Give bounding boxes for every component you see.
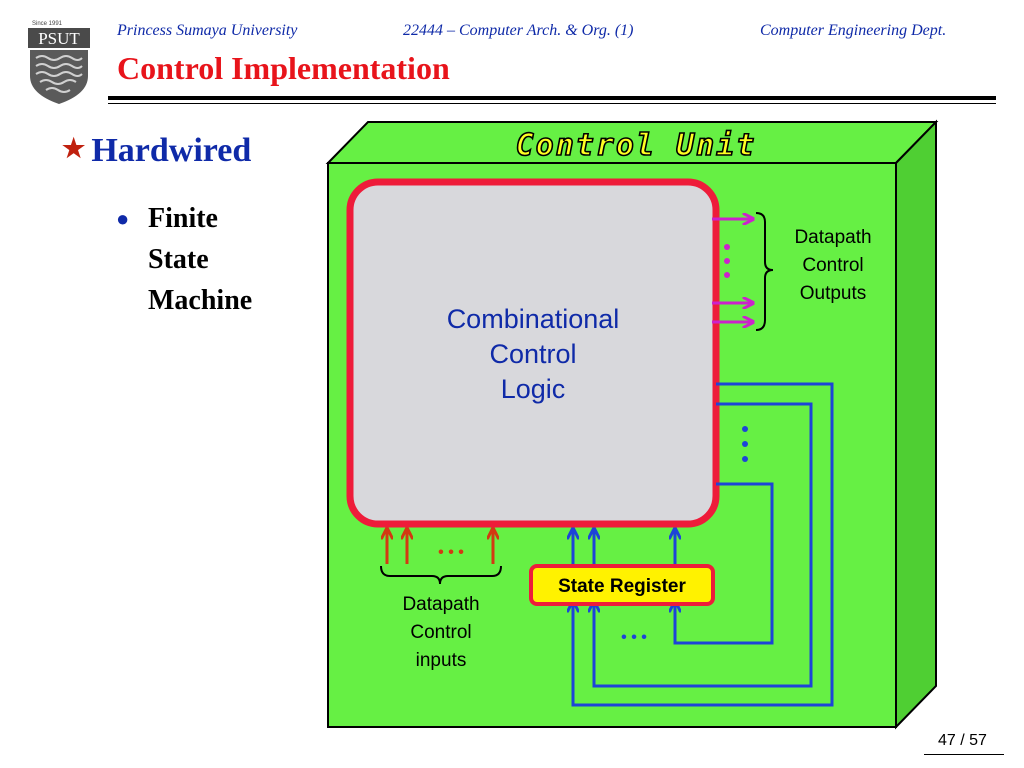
state-register-box	[529, 564, 715, 606]
bullet-fsm-text: Finite State Machine	[148, 203, 253, 316]
bullet-hardwired-text: Hardwired	[91, 132, 252, 169]
outputs-label-2: Control	[802, 255, 863, 276]
bullet-hardwired: ★Hardwired	[62, 132, 251, 170]
logic-line-1: Combinational	[447, 304, 620, 334]
outputs-label-1: Datapath	[794, 227, 871, 248]
output-brace	[755, 212, 774, 331]
svg-text:Since 1991: Since 1991	[32, 21, 63, 27]
psut-logo: Since 1991 PSUT	[28, 18, 90, 104]
state-register-label: State Register	[558, 576, 686, 597]
state-ellipsis-right	[742, 426, 748, 462]
logic-line-3: Logic	[501, 374, 566, 404]
logic-line-2: Control	[489, 339, 576, 369]
star-icon: ★	[62, 134, 86, 163]
bullet-dot-icon: ●	[116, 206, 130, 231]
title-rule-thin	[108, 103, 996, 104]
input-brace	[380, 565, 502, 585]
input-ellipsis: • • •	[438, 544, 464, 561]
output-ellipsis	[724, 244, 730, 278]
outputs-label-3: Outputs	[800, 283, 867, 304]
register-output-arrows	[573, 530, 675, 567]
combinational-logic-block	[346, 178, 720, 528]
page-number: 47 / 57	[938, 732, 987, 749]
svg-text:PSUT: PSUT	[38, 29, 80, 48]
state-ellipsis-bottom: • • •	[621, 629, 647, 646]
course-name: 22444 – Computer Arch. & Org. (1)	[403, 22, 634, 39]
department-name: Computer Engineering Dept.	[760, 22, 947, 39]
slide-title: Control Implementation	[117, 50, 450, 86]
control-unit-side-face	[895, 119, 937, 730]
inputs-label-3: inputs	[416, 650, 467, 671]
university-name: Princess Sumaya University	[117, 22, 298, 39]
control-unit-label: Control Unit	[516, 128, 757, 163]
title-rule	[108, 96, 996, 100]
state-feedback-lines	[571, 382, 834, 707]
inputs-label-2: Control	[410, 622, 471, 643]
output-arrows	[712, 219, 752, 322]
page-number-underline	[924, 754, 1004, 755]
inputs-label-1: Datapath	[402, 594, 479, 615]
input-arrows	[387, 530, 493, 564]
